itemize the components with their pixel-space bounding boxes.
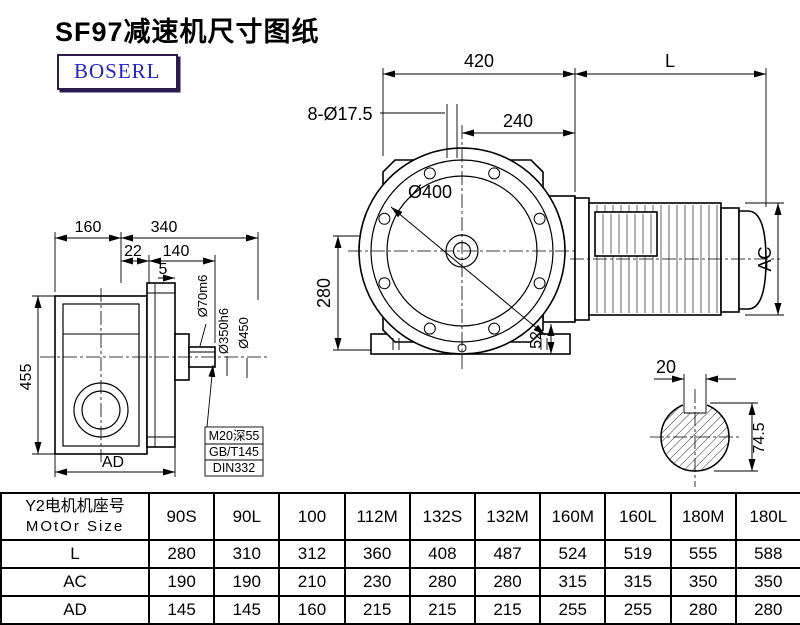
dim-420: 420 bbox=[464, 51, 494, 71]
dim-450: Ø450 bbox=[236, 317, 251, 349]
table-cell: 310 bbox=[213, 539, 281, 569]
motor-size-table: Y2电机机座号 MOtOr Size 90S 90L 100 112M 132S… bbox=[0, 492, 800, 625]
table-cell: 360 bbox=[343, 539, 411, 569]
dim-AD: AD bbox=[102, 454, 124, 471]
table-corner-header: Y2电机机座号 MOtOr Size bbox=[0, 492, 150, 541]
column-header: 100 bbox=[278, 492, 346, 541]
dim-70m6: Ø70m6 bbox=[195, 275, 210, 318]
dim-AC: AC bbox=[755, 246, 775, 271]
table-cell: 280 bbox=[473, 567, 542, 597]
column-header: 90L bbox=[213, 492, 281, 541]
table-cell: 255 bbox=[539, 595, 607, 625]
table-cell: 350 bbox=[734, 567, 800, 597]
technical-drawing: 420 L 8-Ø17.5 240 Ø400 280 52 AC 160 340 bbox=[18, 51, 784, 487]
table-cell: 312 bbox=[278, 539, 346, 569]
table-row-L: L 280 310 312 360 408 487 524 519 555 58… bbox=[0, 539, 800, 569]
terminal-box bbox=[594, 211, 658, 257]
row-label: AC bbox=[0, 567, 150, 597]
callout-din332: DIN332 bbox=[213, 461, 255, 475]
dimensions: 420 L 8-Ø17.5 240 Ø400 280 52 AC 160 340 bbox=[18, 51, 784, 477]
table-row-AD: AD 145 145 160 215 215 215 255 255 280 2… bbox=[0, 595, 800, 625]
dim-5: 5 bbox=[159, 261, 168, 278]
header-en: MOtOr Size bbox=[25, 517, 125, 535]
dim-350h6: Ø350h6 bbox=[216, 308, 231, 354]
motor-view bbox=[570, 197, 780, 321]
table-cell: 524 bbox=[539, 539, 607, 569]
table-cell: 280 bbox=[669, 595, 737, 625]
column-header: 112M bbox=[343, 492, 411, 541]
row-label: AD bbox=[0, 595, 150, 625]
dim-holes: 8-Ø17.5 bbox=[307, 104, 372, 124]
dim-74-5: 74.5 bbox=[751, 422, 768, 453]
shaft-section bbox=[650, 374, 742, 487]
table-cell: 145 bbox=[147, 595, 216, 625]
dim-160: 160 bbox=[75, 219, 102, 236]
dim-20: 20 bbox=[656, 357, 676, 377]
side-view bbox=[40, 282, 268, 477]
callout-gbt145: GB/T145 bbox=[209, 445, 259, 459]
table-cell: 350 bbox=[669, 567, 737, 597]
column-header: 180M bbox=[669, 492, 737, 541]
dim-240: 240 bbox=[503, 111, 533, 131]
table-cell: 215 bbox=[473, 595, 542, 625]
table-cell: 280 bbox=[147, 539, 216, 569]
table-cell: 555 bbox=[669, 539, 737, 569]
table-cell: 487 bbox=[473, 539, 542, 569]
dim-L: L bbox=[665, 51, 675, 71]
page-title: SF97减速机尺寸图纸 bbox=[55, 17, 320, 47]
column-header: 132S bbox=[408, 492, 476, 541]
table-cell: 280 bbox=[408, 567, 476, 597]
table-cell: 519 bbox=[604, 539, 672, 569]
table-header-row: Y2电机机座号 MOtOr Size 90S 90L 100 112M 132S… bbox=[0, 492, 800, 541]
table-cell: 215 bbox=[408, 595, 476, 625]
front-view bbox=[348, 104, 582, 372]
row-label: L bbox=[0, 539, 150, 569]
dim-140: 140 bbox=[163, 243, 190, 260]
dim-280: 280 bbox=[314, 278, 334, 308]
dim-340: 340 bbox=[151, 219, 178, 236]
callout-m20: M20深55 bbox=[209, 429, 260, 443]
motor-endbell bbox=[720, 207, 740, 313]
table-cell: 315 bbox=[539, 567, 607, 597]
column-header: 180L bbox=[734, 492, 800, 541]
brand-logo: BOSERL bbox=[57, 54, 178, 90]
input-flange bbox=[146, 282, 176, 448]
table-cell: 230 bbox=[343, 567, 411, 597]
table-cell: 145 bbox=[213, 595, 281, 625]
dim-400: Ø400 bbox=[408, 182, 452, 202]
thread-callout bbox=[204, 364, 264, 477]
table-cell: 215 bbox=[343, 595, 411, 625]
dim-52: 52 bbox=[528, 331, 545, 349]
table-cell: 190 bbox=[147, 567, 216, 597]
table-cell: 280 bbox=[734, 595, 800, 625]
table-cell: 190 bbox=[213, 567, 281, 597]
column-header: 160M bbox=[539, 492, 607, 541]
dim-22: 22 bbox=[124, 243, 142, 260]
table-cell: 255 bbox=[604, 595, 672, 625]
column-header: 90S bbox=[147, 492, 216, 541]
fan-cover bbox=[738, 210, 767, 310]
column-header: 160L bbox=[604, 492, 672, 541]
header-cn: Y2电机机座号 bbox=[25, 497, 125, 515]
table-row-AC: AC 190 190 210 230 280 280 315 315 350 3… bbox=[0, 567, 800, 597]
column-header: 132M bbox=[473, 492, 542, 541]
dim-455: 455 bbox=[18, 364, 35, 391]
table-cell: 210 bbox=[278, 567, 346, 597]
table-cell: 160 bbox=[278, 595, 346, 625]
table-cell: 588 bbox=[734, 539, 800, 569]
table-cell: 315 bbox=[604, 567, 672, 597]
table-cell: 408 bbox=[408, 539, 476, 569]
